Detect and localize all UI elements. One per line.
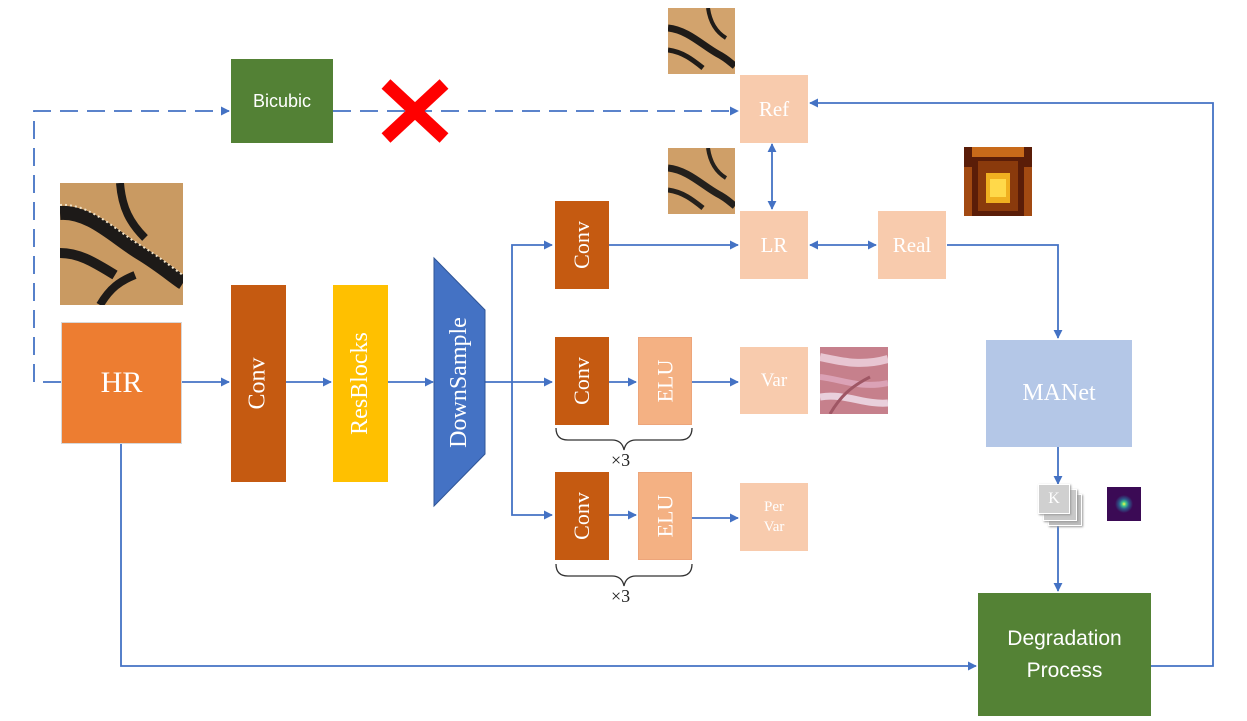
repeat-pervar-label: ×3 — [611, 586, 631, 606]
butterfly-wing-hr-image — [60, 183, 183, 305]
blur-kernel-icon — [1107, 487, 1141, 521]
red-cross-icon — [381, 79, 449, 143]
resblocks-label: ResBlocks — [347, 332, 374, 435]
arrow-hr-to-degradation — [120, 444, 977, 671]
lr-box: LR — [740, 211, 808, 279]
real-scene-image — [964, 147, 1032, 216]
brace-var — [555, 427, 693, 451]
degradation-label-line2: Process — [1026, 658, 1103, 682]
degradation-label-line1: Degradation — [1007, 626, 1122, 650]
conv-main-box: Conv — [231, 285, 286, 482]
manet-box: MANet — [986, 340, 1132, 447]
bicubic-box: Bicubic — [231, 59, 333, 143]
manet-label: MANet — [1022, 380, 1096, 406]
butterfly-wing-lr-image — [668, 148, 735, 214]
elu-var-label: ELU — [651, 359, 677, 403]
pervar-label-line1: Per — [764, 499, 784, 515]
conv-var-box: Conv — [555, 337, 609, 425]
lr-label: LR — [760, 232, 788, 257]
hr-box: HR — [61, 322, 182, 444]
var-box: Var — [740, 347, 808, 414]
conv-pervar-box: Conv — [555, 472, 609, 560]
downsample-label: DownSample — [446, 316, 472, 448]
elu-pervar-label: ELU — [651, 494, 677, 538]
kernel-label: K — [1048, 490, 1060, 507]
brace-pervar — [555, 563, 693, 587]
var-label: Var — [760, 369, 788, 391]
hr-label: HR — [100, 366, 143, 399]
conv-lr-box: Conv — [555, 201, 609, 289]
conv-main-label: Conv — [244, 357, 271, 410]
conv-pervar-label: Conv — [569, 492, 594, 540]
dashed-hr-to-bicubic — [33, 106, 230, 383]
real-label: Real — [892, 232, 932, 257]
kernel-stack-icon: K — [1038, 484, 1082, 526]
downsample-box: DownSample — [434, 258, 485, 506]
conv-var-label: Conv — [569, 357, 594, 405]
degradation-process-box: Degradation Process — [978, 593, 1151, 716]
branch-trunk — [485, 240, 553, 383]
ref-box: Ref — [740, 75, 808, 143]
pervar-box: Per Var — [740, 483, 808, 551]
conv-lr-label: Conv — [569, 221, 594, 269]
arrow-degradation-to-ref — [809, 98, 1214, 667]
bicubic-label: Bicubic — [252, 90, 312, 111]
pervar-label-line2: Var — [763, 519, 785, 535]
variance-map-image — [820, 347, 888, 414]
butterfly-wing-ref-image — [668, 8, 735, 74]
downsample-shape — [433, 256, 486, 508]
ref-label: Ref — [758, 96, 790, 121]
arrow-real-to-manet — [947, 244, 1063, 339]
arrow-to-conv-pervar — [511, 382, 553, 520]
repeat-var-label: ×3 — [611, 450, 631, 470]
elu-var-box: ELU — [638, 337, 692, 425]
real-box: Real — [878, 211, 946, 279]
elu-pervar-box: ELU — [638, 472, 692, 560]
resblocks-box: ResBlocks — [333, 285, 388, 482]
